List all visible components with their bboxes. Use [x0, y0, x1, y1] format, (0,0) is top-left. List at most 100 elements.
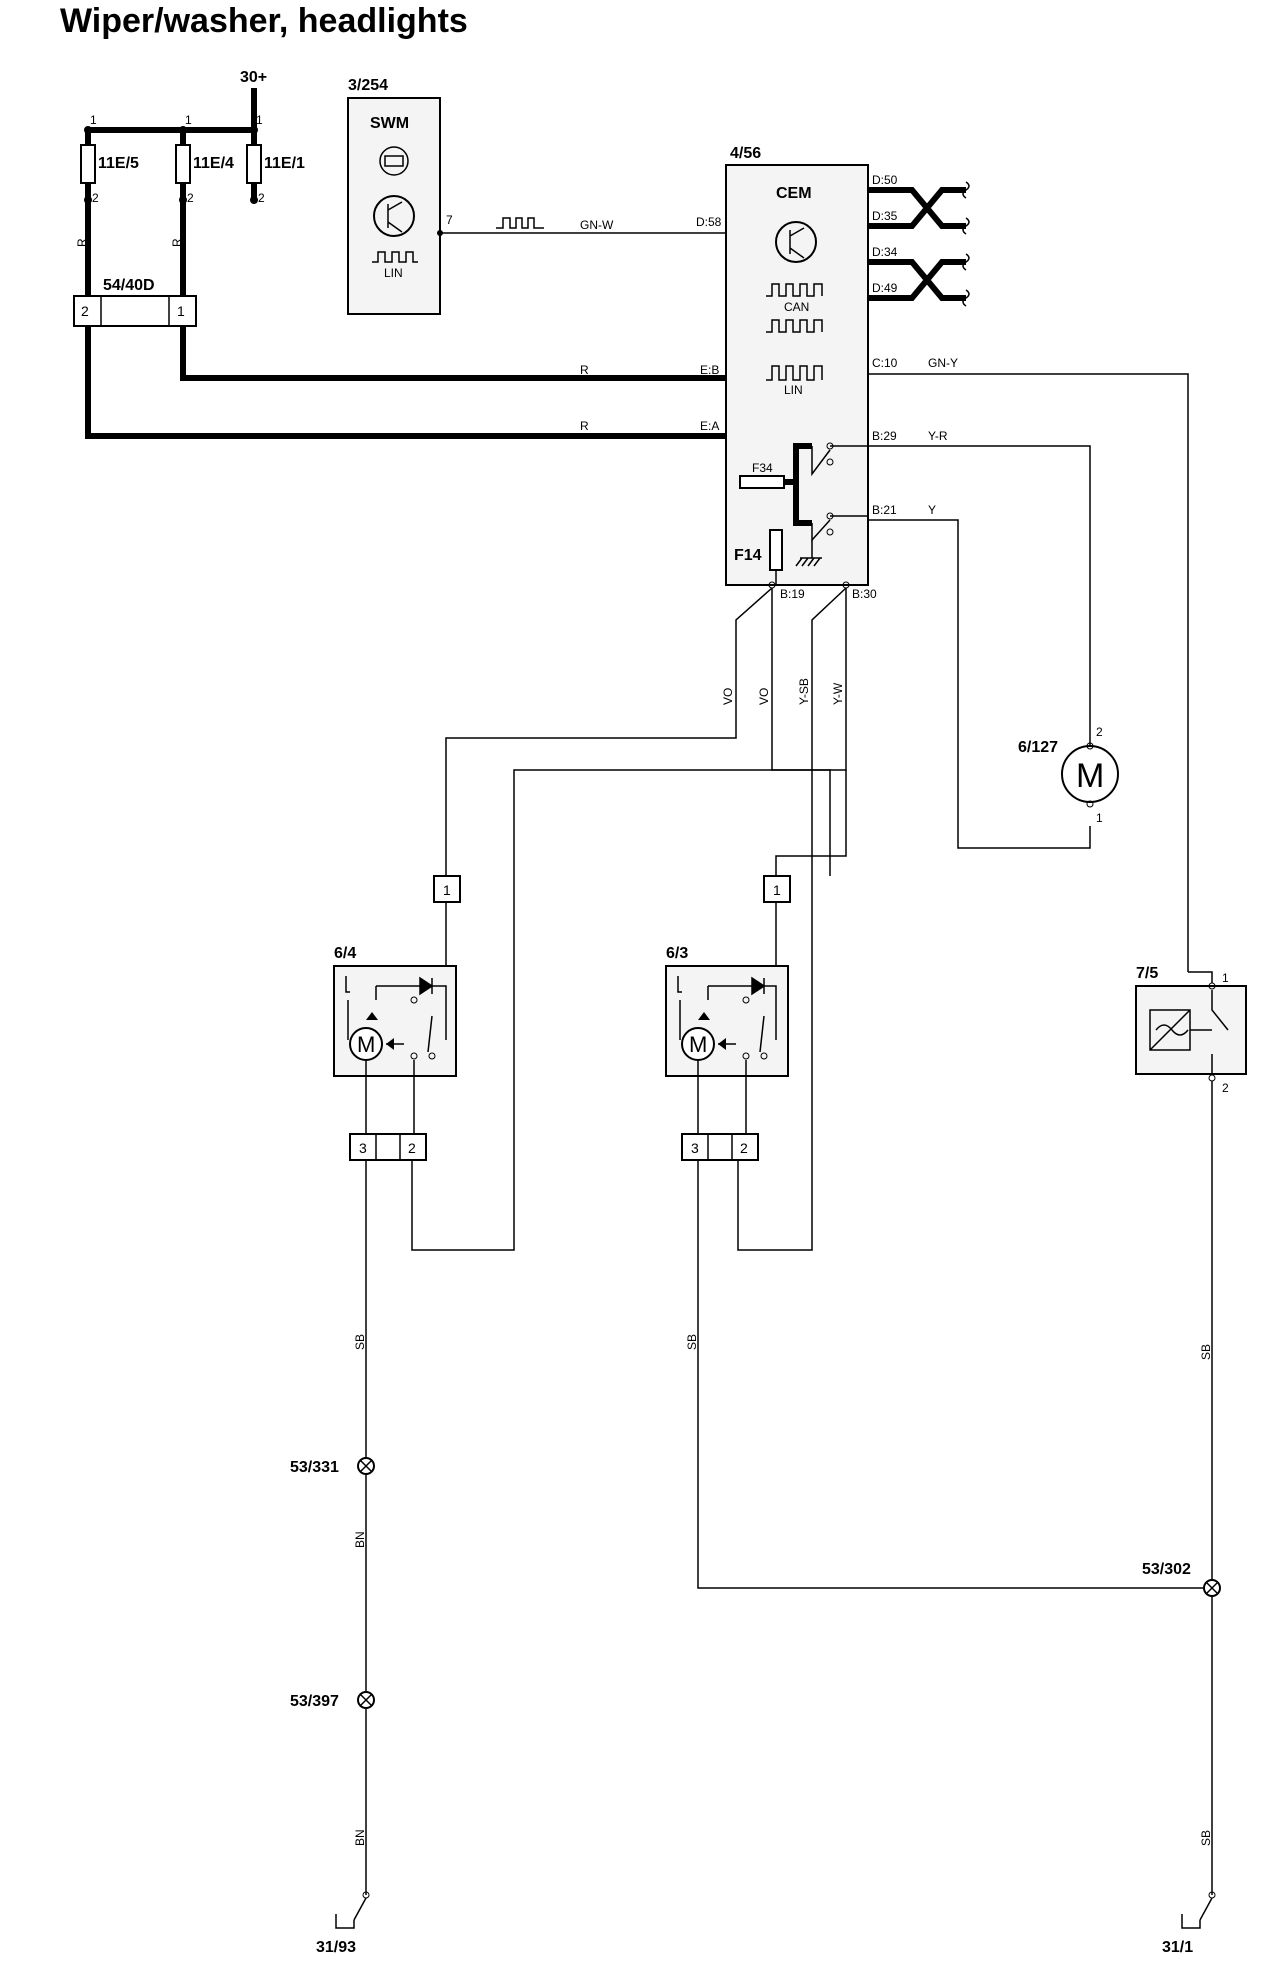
- motor-pin: 1: [1096, 811, 1103, 825]
- can-signal-icon: [766, 283, 823, 297]
- fuse-pin: 1: [90, 113, 97, 127]
- transistor-icon: [373, 195, 415, 237]
- motor-6-3-box: [665, 965, 789, 1077]
- steering-wheel-icon: [379, 146, 409, 176]
- wire-color-sb: SB: [685, 1334, 699, 1350]
- motor-6-4-id: 6/4: [334, 945, 356, 962]
- connector-pin: 2: [81, 303, 89, 319]
- motor-6-3-connector: [681, 1133, 759, 1161]
- motor-letter: M: [1076, 757, 1104, 795]
- fuse-11e5-symbol: [80, 144, 96, 184]
- fuse-pin: 1: [256, 113, 263, 127]
- can-twisted-pair: [868, 259, 966, 301]
- switch-7-5-id: 7/5: [1136, 965, 1158, 982]
- wire-color-r: R: [580, 363, 589, 377]
- ground-label: 53/397: [290, 1693, 339, 1710]
- can-signal-icon: [766, 319, 823, 333]
- fuse-f34-symbol: [739, 475, 785, 489]
- connector-label: 54/40D: [103, 277, 155, 294]
- cem-pin-b21: B:21: [872, 503, 897, 517]
- ground-label: 31/1: [1162, 1939, 1193, 1956]
- bus-node: [84, 126, 92, 134]
- y-w-wire: [411, 588, 847, 1251]
- motor-letter: M: [689, 1032, 707, 1057]
- cem-pin-b19: B:19: [780, 587, 805, 601]
- y-wire: [868, 519, 1091, 849]
- wire-continuation-mark: [962, 181, 970, 307]
- connector-tag-label: 1: [773, 882, 781, 898]
- diagram-title: Wiper/washer, headlights: [60, 2, 468, 40]
- wire-color-gn-w: GN-W: [580, 218, 614, 232]
- vo-wire-6-4: [445, 587, 773, 876]
- fuse-pin: 2: [258, 191, 265, 205]
- ground-31-93: 31/93: [316, 1891, 370, 1956]
- connector-to-cem-wires: [85, 326, 726, 439]
- connector-tag: [763, 875, 791, 903]
- supply-bus: [85, 88, 257, 145]
- swm-module: 3/254 SWM LIN 7 GN-W D:58: [347, 77, 726, 315]
- swm-lin: LIN: [384, 266, 403, 280]
- cem-fuse-f34: F34: [752, 461, 773, 475]
- connector-pin: 3: [691, 1140, 699, 1156]
- motor-6-3-id: 6/3: [666, 945, 688, 962]
- cem-fuse-f14: F14: [734, 547, 762, 564]
- motor-6-4-box: [333, 965, 457, 1077]
- cem-pin-d34: D:34: [872, 245, 898, 259]
- motor-6-127-id: 6/127: [1018, 739, 1058, 756]
- wire-color-vo: VO: [757, 688, 771, 705]
- motor-pin: 2: [1096, 725, 1103, 739]
- ground-symbol: [335, 1897, 367, 1929]
- wire-color-r: R: [170, 238, 184, 247]
- cem-pin-eb: E:B: [700, 363, 719, 377]
- fuse-11e1-symbol: [246, 144, 262, 184]
- diode-icon: [419, 976, 434, 996]
- fuse-11e4-symbol: [175, 144, 191, 184]
- wiper-motor-wiring: B:19 B:30 VO VO Y-SB Y-W: [411, 581, 877, 1251]
- fuse-node: [250, 196, 258, 204]
- motor-6-4-connector: [349, 1133, 427, 1161]
- y-r-wire: [868, 445, 1091, 746]
- wire-color-sb: SB: [353, 1334, 367, 1350]
- power-supply-group: 30+ 1 1 1 11E/5 11E/4 11E/1 2 2 2 R R: [75, 69, 305, 296]
- wire-color-bn: BN: [353, 1531, 367, 1548]
- can-twisted-pair: [868, 187, 966, 229]
- cem-output-wires: C:10 GN-Y B:29 Y-R B:21 Y: [868, 356, 1189, 972]
- connector-54-40D: 54/40D 2 1 R R E:B E:A: [73, 277, 726, 439]
- wire-color-bn: BN: [353, 1829, 367, 1846]
- connector-tag-label: 1: [443, 882, 451, 898]
- fuse-to-connector-wires: [85, 200, 186, 296]
- cem-can-bus: D:50 D:35 D:34 D:49: [868, 173, 970, 307]
- lin-signal-icon: [496, 217, 544, 229]
- wiper-motor-6-3: 1 6/3 M 3 2: [665, 875, 1212, 1589]
- motor-letter: M: [357, 1032, 375, 1057]
- cem-pin-ea: E:A: [700, 419, 719, 433]
- fuse-11e5-label: 11E/5: [98, 155, 139, 172]
- switch-pin: 2: [1222, 1081, 1229, 1095]
- lin-signal-icon: [372, 251, 418, 263]
- wire-color-sb: SB: [1199, 1830, 1213, 1846]
- vo-wire-6-3: [771, 588, 831, 876]
- bus-node: [179, 126, 187, 134]
- wire-color-gn-y: GN-Y: [928, 356, 958, 370]
- supply-label: 30+: [240, 69, 267, 86]
- cem-pin-d50: D:50: [872, 173, 898, 187]
- wire-color-y-sb: Y-SB: [797, 678, 811, 705]
- connector-pin: 1: [177, 303, 185, 319]
- ground-label: 31/93: [316, 1939, 356, 1956]
- gn-y-wire: [868, 373, 1189, 972]
- ground-label: 53/302: [1142, 1561, 1191, 1578]
- cem-pin-d49: D:49: [872, 281, 898, 295]
- wire-color-sb: SB: [1199, 1344, 1213, 1360]
- wire-color-y-w: Y-W: [831, 682, 845, 705]
- ground-point-53-331: 53/331: [290, 1457, 375, 1476]
- cem-pin-b30: B:30: [852, 587, 877, 601]
- cem-pin-b29: B:29: [872, 429, 897, 443]
- cem-pin-c10: C:10: [872, 356, 898, 370]
- fuse-pin: 1: [185, 113, 192, 127]
- fuse-11e1-label: 11E/1: [264, 155, 305, 172]
- cem-name: CEM: [776, 185, 812, 202]
- cem-pin-d58: D:58: [696, 215, 722, 229]
- motor-symbol: [1061, 745, 1119, 803]
- wire-color-r: R: [580, 419, 589, 433]
